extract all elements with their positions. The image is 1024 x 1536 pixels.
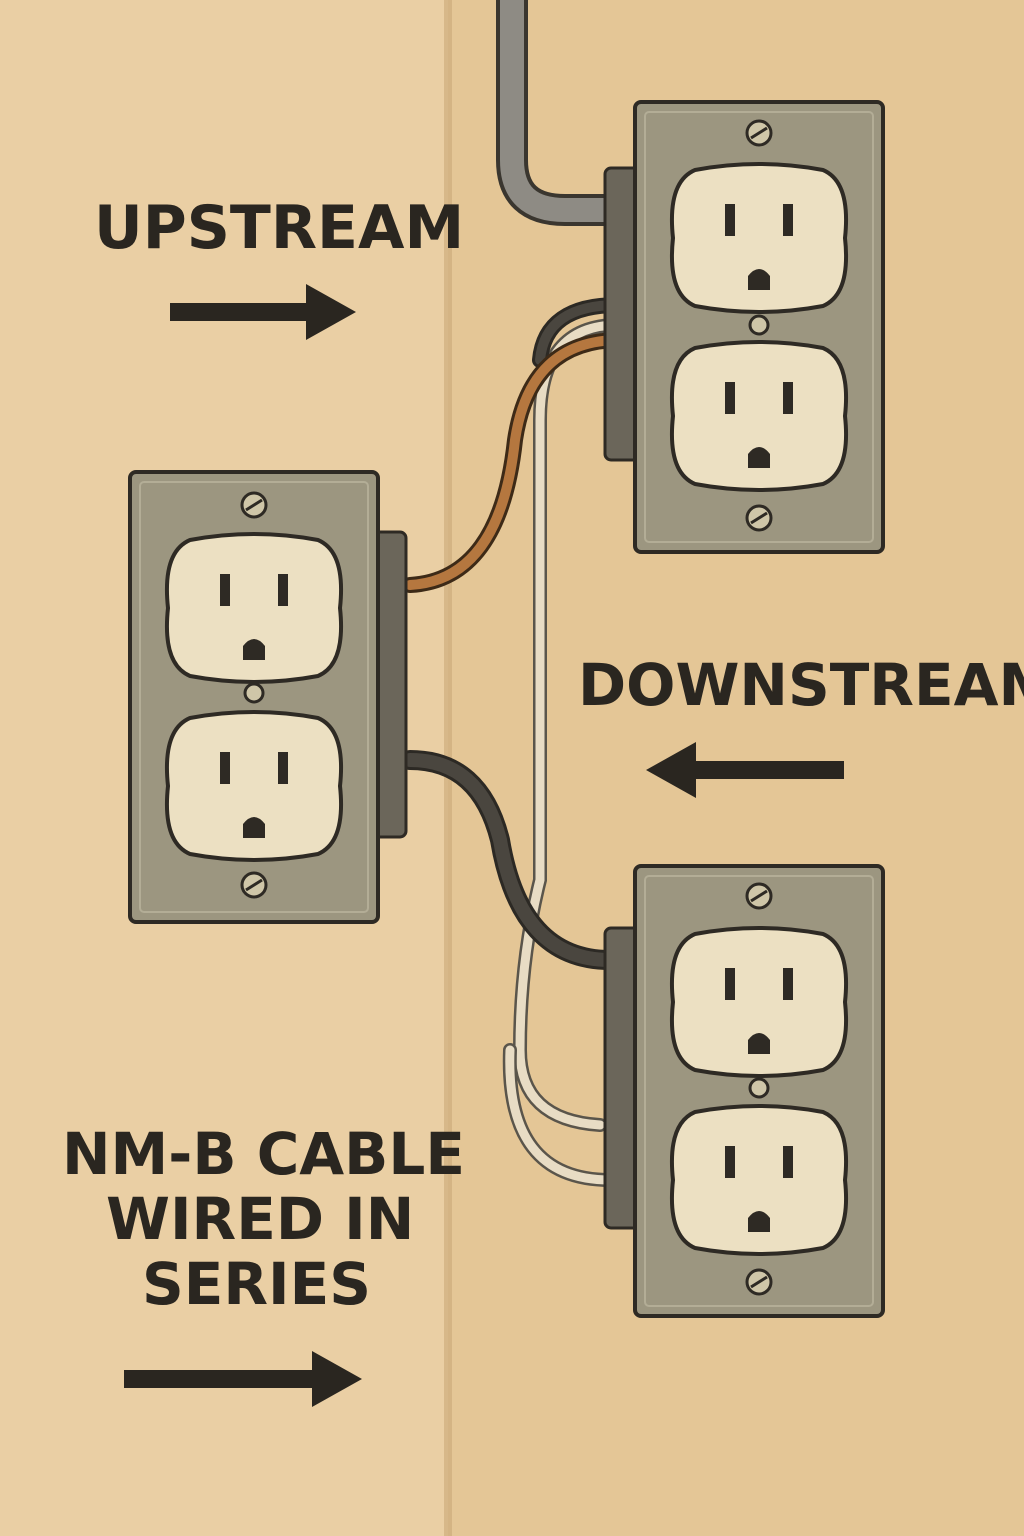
slot-icon [725, 382, 735, 414]
downstream-label: DOWNSTREAM [578, 651, 1024, 719]
arrow-right-icon [170, 284, 356, 340]
black-wire-bottom [403, 753, 617, 967]
screw-slot-icon [750, 511, 768, 525]
incoming-cable [500, 0, 627, 222]
receptacle-icon [164, 532, 344, 684]
screw-icon [243, 682, 265, 704]
series-caption-line-1: NM-B CABLE [62, 1120, 465, 1188]
arrow-right-icon [124, 1351, 362, 1407]
top-right-outlet-plate-bevel [644, 111, 874, 543]
bottom-right-outlet-plate-bevel [644, 875, 874, 1307]
slot-icon [725, 1146, 735, 1178]
receptacle-icon [669, 162, 849, 314]
ground-hole-icon [748, 269, 770, 290]
top-right-outlet [603, 100, 885, 554]
receptacle-icon [669, 1104, 849, 1256]
slot-icon [278, 574, 288, 606]
receptacle-icon [669, 926, 849, 1078]
ground-hole-icon [748, 1033, 770, 1054]
copper-wire [405, 335, 625, 590]
screw-slot-icon [245, 878, 263, 892]
left-outlet-plate-bevel [139, 481, 369, 913]
screw-slot-icon [245, 498, 263, 512]
ground-hole-icon [748, 447, 770, 468]
screw-icon [748, 314, 770, 336]
slot-icon [725, 204, 735, 236]
slot-icon [725, 968, 735, 1000]
series-caption-line-2: WIRED IN [106, 1184, 415, 1253]
slot-icon [220, 752, 230, 784]
ground-hole-icon [243, 817, 265, 838]
white-wire-2 [505, 1045, 615, 1185]
slot-icon [783, 1146, 793, 1178]
screw-slot-icon [750, 889, 768, 903]
bottom-right-outlet [603, 864, 885, 1318]
ground-hole-icon [243, 639, 265, 660]
slot-icon [278, 752, 288, 784]
screw-icon [748, 1077, 770, 1099]
slot-icon [220, 574, 230, 606]
screw-slot-icon [750, 1275, 768, 1289]
upstream-label: UPSTREAM [94, 193, 465, 263]
receptacle-icon [164, 710, 344, 862]
receptacle-icon [669, 340, 849, 492]
arrow-left-icon [646, 742, 844, 798]
slot-icon [783, 968, 793, 1000]
series-caption: NM-B CABLE WIRED IN SERIES [62, 1122, 465, 1317]
screw-slot-icon [750, 126, 768, 140]
black-wire-top [535, 300, 623, 365]
series-caption-line-3: SERIES [142, 1249, 372, 1318]
slot-icon [783, 382, 793, 414]
left-outlet [128, 470, 408, 924]
ground-hole-icon [748, 1211, 770, 1232]
slot-icon [783, 204, 793, 236]
